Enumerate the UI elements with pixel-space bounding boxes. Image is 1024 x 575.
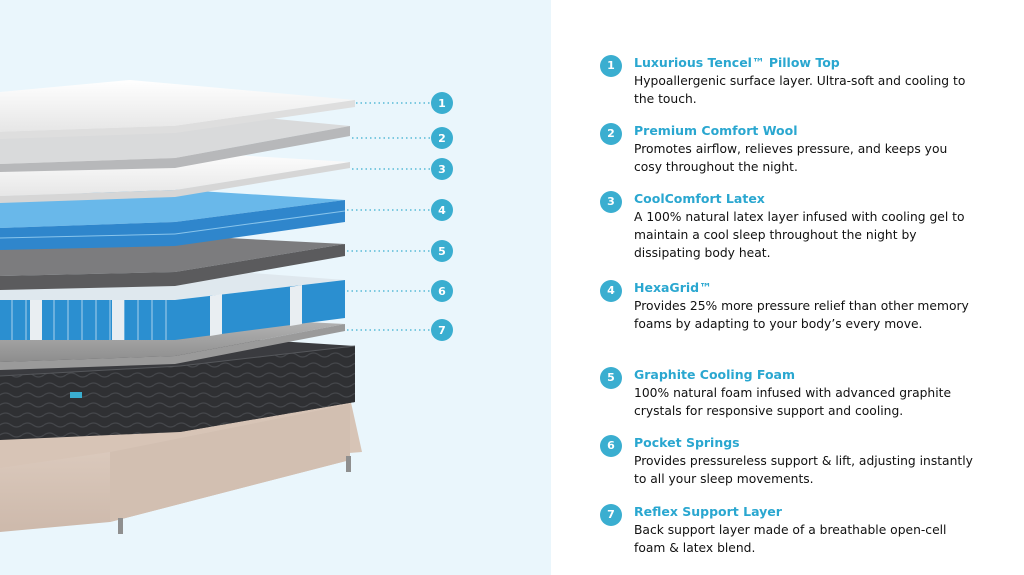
layer-badge-3: 3	[431, 158, 453, 180]
layer-badge-6: 6	[431, 280, 453, 302]
svg-text:2: 2	[438, 132, 446, 145]
illustration-badges: 1 2 3 4 5	[431, 92, 453, 341]
feature-title: CoolComfort Latex	[634, 191, 765, 206]
layer-badge-2: 2	[431, 127, 453, 149]
feature-description: Hypoallergenic surface layer. Ultra-soft…	[634, 74, 966, 106]
layer-badge-7: 7	[431, 319, 453, 341]
layer-badge-4: 4	[431, 199, 453, 221]
mattress-illustration: 1 2 3 4 5	[0, 0, 551, 575]
feature-number-badge: 1	[600, 55, 622, 77]
svg-text:3: 3	[438, 163, 446, 176]
layer-1-pillow-top	[0, 80, 355, 139]
feature-title: Luxurious Tencel™ Pillow Top	[634, 55, 840, 70]
svg-text:7: 7	[438, 324, 446, 337]
feature-number-badge: 5	[600, 367, 622, 389]
layer-badge-5: 5	[431, 240, 453, 262]
feature-list: 1 Luxurious Tencel™ Pillow Top Hypoaller…	[600, 0, 1010, 575]
feature-title: Premium Comfort Wool	[634, 123, 798, 138]
feature-description: Provides pressureless support & lift, ad…	[634, 454, 973, 486]
feature-number-badge: 7	[600, 504, 622, 526]
feature-number-badge: 4	[600, 280, 622, 302]
svg-text:1: 1	[438, 97, 446, 110]
feature-number-badge: 6	[600, 435, 622, 457]
svg-text:5: 5	[438, 245, 446, 258]
feature-title: Pocket Springs	[634, 435, 740, 450]
feature-description: A 100% natural latex layer infused with …	[634, 210, 965, 260]
layer-badge-1: 1	[431, 92, 453, 114]
feature-description: Promotes airflow, relieves pressure, and…	[634, 142, 948, 174]
svg-text:4: 4	[438, 204, 446, 217]
leader-lines	[347, 102, 430, 331]
feature-number-badge: 2	[600, 123, 622, 145]
mattress-layers-svg: 1 2 3 4 5	[0, 80, 453, 534]
feature-title: Reflex Support Layer	[634, 504, 782, 519]
feature-description: Provides 25% more pressure relief than o…	[634, 299, 969, 331]
feature-title: Graphite Cooling Foam	[634, 367, 795, 382]
svg-text:6: 6	[438, 285, 446, 298]
feature-description: Back support layer made of a breathable …	[634, 523, 947, 555]
feature-description: 100% natural foam infused with advanced …	[634, 386, 952, 418]
feature-number-badge: 3	[600, 191, 622, 213]
feature-title: HexaGrid™	[634, 280, 712, 295]
